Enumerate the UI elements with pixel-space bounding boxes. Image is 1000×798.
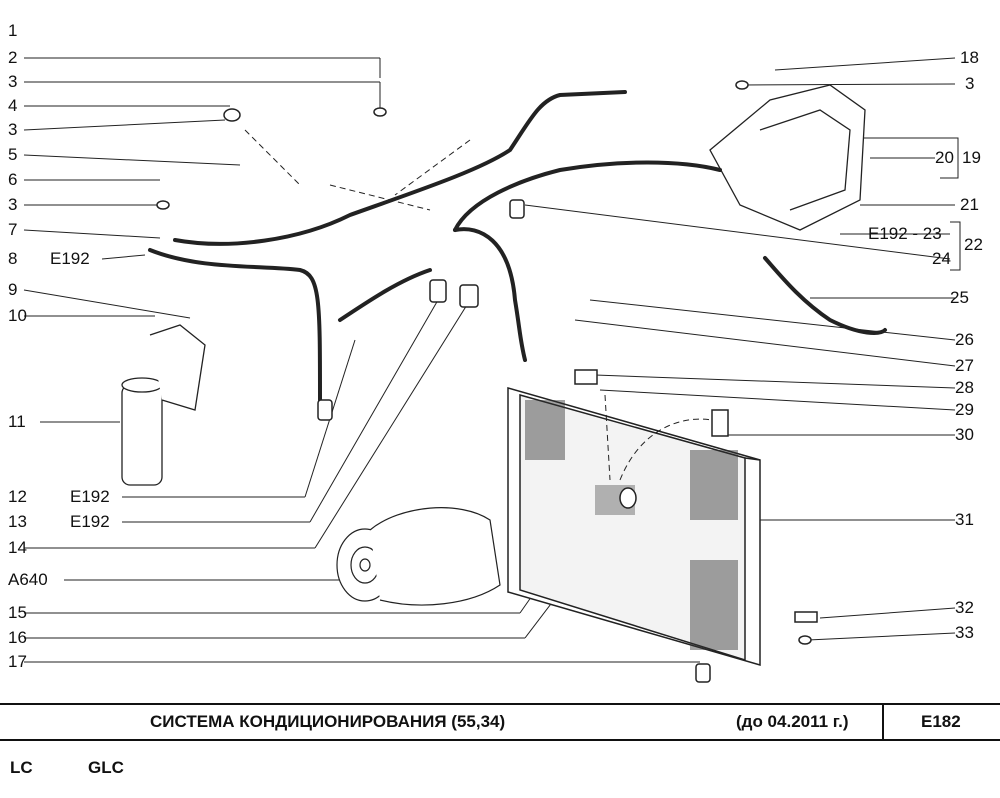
callout-27: 27 <box>955 356 974 375</box>
callout-14: 14 <box>8 538 27 557</box>
callout-32: 32 <box>955 598 974 617</box>
callout-4: 4 <box>8 96 18 115</box>
callout-7: 7 <box>8 220 18 239</box>
callout-10: 10 <box>8 306 27 325</box>
callout-17: 17 <box>8 652 27 671</box>
title-bar: СИСТЕМА КОНДИЦИОНИРОВАНИЯ (55,34) (до 04… <box>0 703 1000 741</box>
callout-3: 3 <box>8 72 18 91</box>
callout-28: 28 <box>955 378 974 397</box>
callout-2: 2 <box>8 48 18 67</box>
date-note: (до 04.2011 г.) <box>736 712 849 731</box>
callout-8: 8 <box>8 249 18 268</box>
callout-25: 25 <box>950 288 969 307</box>
callout-20: 20 <box>935 148 954 167</box>
receiver-drier <box>121 324 206 486</box>
exploded-parts-diagram: 1 2 3 4 3 5 6 3 7 8 E192 9 10 11 12 E192… <box>8 21 983 683</box>
model-glc: GLC <box>88 758 124 777</box>
callout-30: 30 <box>955 425 974 444</box>
title-separator <box>882 705 884 739</box>
assembly-arrows <box>244 129 713 481</box>
callout-11: 11 <box>8 412 26 431</box>
callout-16: 16 <box>8 628 27 647</box>
callout-e192-23: E192 - 23 <box>868 224 942 243</box>
callout-9: 9 <box>8 280 18 299</box>
callout-8-ref: E192 <box>50 249 90 268</box>
callout-13: 13 <box>8 512 27 531</box>
callout-24: 24 <box>932 249 951 268</box>
callout-a640: A640 <box>8 570 48 589</box>
evaporator-housing <box>709 84 866 231</box>
callout-33: 33 <box>955 623 974 642</box>
callout-12-ref: E192 <box>70 487 110 506</box>
callout-31: 31 <box>955 510 974 529</box>
condenser-radiator <box>507 387 761 666</box>
callout-12: 12 <box>8 487 27 506</box>
compressor <box>336 507 501 606</box>
condenser-fins <box>525 400 738 650</box>
callout-5: 5 <box>8 145 18 164</box>
callout-29: 29 <box>955 400 974 419</box>
callout-15: 15 <box>8 603 27 622</box>
model-lc: LC <box>10 758 33 777</box>
small-parts <box>156 80 818 683</box>
callout-19: 19 <box>962 148 981 167</box>
callout-3b: 3 <box>8 120 18 139</box>
refrigerant-pipes <box>148 90 887 402</box>
callout-21: 21 <box>960 195 979 214</box>
callout-3c: 3 <box>8 195 18 214</box>
diagram-drawing <box>23 57 961 683</box>
diagram-title: СИСТЕМА КОНДИЦИОНИРОВАНИЯ (55,34) <box>150 712 506 731</box>
section-code: E182 <box>921 712 961 731</box>
callout-22: 22 <box>964 235 983 254</box>
callout-6: 6 <box>8 170 18 189</box>
callout-18: 18 <box>960 48 979 67</box>
footer-models: LC GLC <box>0 752 1000 786</box>
callout-1: 1 <box>8 21 18 40</box>
callout-3-right: 3 <box>965 74 975 93</box>
callout-13-ref: E192 <box>70 512 110 531</box>
callout-26: 26 <box>955 330 974 349</box>
